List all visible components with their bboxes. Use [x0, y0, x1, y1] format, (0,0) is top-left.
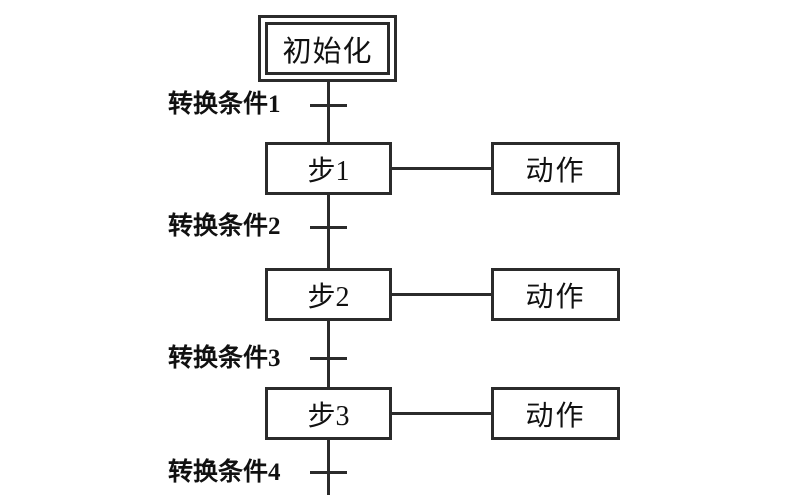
- transition-tick-3: [310, 357, 347, 360]
- transition-label-3: 转换条件3: [168, 345, 281, 372]
- transition-label-2: 转换条件2: [168, 213, 281, 240]
- step-action-connector-2: [392, 293, 491, 296]
- step-label-1: 步1: [307, 155, 350, 187]
- step-box-2: 步2: [265, 268, 392, 321]
- action-label-1: 动作: [525, 155, 586, 187]
- step-action-connector-1: [392, 167, 491, 170]
- action-label-3: 动作: [525, 400, 586, 432]
- initial-step-inner-border: 初始化: [265, 22, 390, 75]
- initial-step-label: 初始化: [282, 35, 373, 68]
- step-label-2: 步2: [307, 281, 350, 313]
- step-box-3: 步3: [265, 387, 392, 440]
- step-label-3: 步3: [307, 400, 350, 432]
- step-action-connector-3: [392, 412, 491, 415]
- transition-label-4: 转换条件4: [168, 459, 281, 486]
- action-box-3: 动作: [491, 387, 620, 440]
- action-box-1: 动作: [491, 142, 620, 195]
- action-box-2: 动作: [491, 268, 620, 321]
- action-label-2: 动作: [525, 281, 586, 313]
- transition-tick-2: [310, 226, 347, 229]
- transition-tick-1: [310, 104, 347, 107]
- step-box-1: 步1: [265, 142, 392, 195]
- transition-tick-4: [310, 471, 347, 474]
- initial-step-box: 初始化: [258, 15, 397, 82]
- transition-label-1: 转换条件1: [168, 91, 281, 118]
